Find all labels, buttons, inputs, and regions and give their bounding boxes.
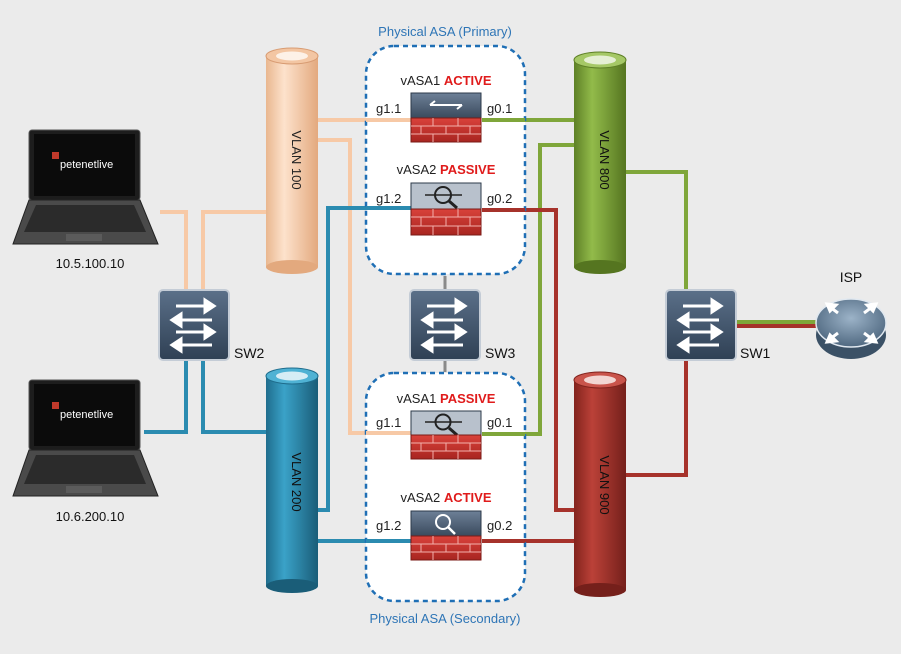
firewall-primary-vasa2: vASA2 PASSIVE g1.2 g0.2	[376, 162, 512, 236]
laptop-top-ip: 10.5.100.10	[56, 256, 125, 271]
fw-s1-left-if: g1.1	[376, 415, 401, 430]
link-vlan800-sw1	[626, 170, 688, 290]
fw-p2-left-if: g1.2	[376, 191, 401, 206]
laptop-bottom-brand: petenetlive	[60, 409, 113, 421]
vlan-800-label: VLAN 800	[597, 130, 612, 189]
fw-s2-right-if: g0.2	[487, 518, 512, 533]
sw2-label: SW2	[234, 345, 265, 361]
laptop-top: petenetlive 10.5.100.10	[12, 129, 159, 271]
switch-arrows-icon	[169, 297, 217, 354]
vlan-900-label: VLAN 900	[597, 455, 612, 514]
fw-p2-right-if: g0.2	[487, 191, 512, 206]
link-laptop2-sw2	[144, 360, 188, 434]
fw-p1-right-if: g0.1	[487, 101, 512, 116]
vlan-200-label: VLAN 200	[289, 452, 304, 511]
firewall-secondary-vasa2: vASA2 ACTIVE g1.2 g0.2	[376, 490, 512, 561]
primary-group-label: Physical ASA (Primary)	[378, 24, 512, 39]
fw-p2-title: vASA2 PASSIVE	[397, 162, 496, 177]
vlan-800-cylinder: VLAN 800	[573, 51, 627, 274]
switch-sw3: SW3	[409, 289, 516, 361]
isp-router: ISP	[815, 269, 887, 359]
primary-asa-group	[364, 44, 527, 276]
switch-sw2: SW2	[158, 289, 265, 361]
vlan-100-label: VLAN 100	[289, 130, 304, 189]
isp-label: ISP	[840, 269, 863, 285]
switch-sw1: SW1	[665, 289, 771, 361]
switch-arrows-icon	[420, 297, 468, 354]
link-laptop1-sw2	[160, 210, 188, 290]
sw3-label: SW3	[485, 345, 516, 361]
link-sw2-vlan200	[201, 360, 268, 434]
laptop-bottom: petenetlive 10.6.200.10	[12, 379, 159, 524]
fw-s1-title: vASA1 PASSIVE	[397, 391, 496, 406]
link-sw2-vlan100	[201, 210, 268, 290]
firewall-secondary-vasa1: vASA1 PASSIVE g1.1 g0.1	[376, 391, 512, 460]
fw-s1-right-if: g0.1	[487, 415, 512, 430]
link-vlan900-sw1	[626, 360, 688, 477]
fw-p1-left-if: g1.1	[376, 101, 401, 116]
sw1-label: SW1	[740, 345, 771, 361]
vlan-100-cylinder: VLAN 100	[265, 47, 319, 274]
secondary-asa-group	[364, 371, 527, 603]
vlan-200-cylinder: VLAN 200	[265, 367, 319, 593]
router-arrows-icon	[824, 302, 879, 344]
links-inside-groups	[366, 118, 525, 543]
vlan-900-cylinder: VLAN 900	[573, 371, 627, 597]
switch-arrows-icon	[676, 297, 724, 354]
fw-s2-left-if: g1.2	[376, 518, 401, 533]
secondary-group-label: Physical ASA (Secondary)	[369, 611, 520, 626]
laptop-bottom-ip: 10.6.200.10	[56, 509, 125, 524]
firewall-primary-vasa1: vASA1 ACTIVE g1.1 g0.1	[376, 73, 512, 143]
laptop-top-brand: petenetlive	[60, 159, 113, 171]
fw-p1-title: vASA1 ACTIVE	[400, 73, 491, 88]
fw-s2-title: vASA2 ACTIVE	[400, 490, 491, 505]
